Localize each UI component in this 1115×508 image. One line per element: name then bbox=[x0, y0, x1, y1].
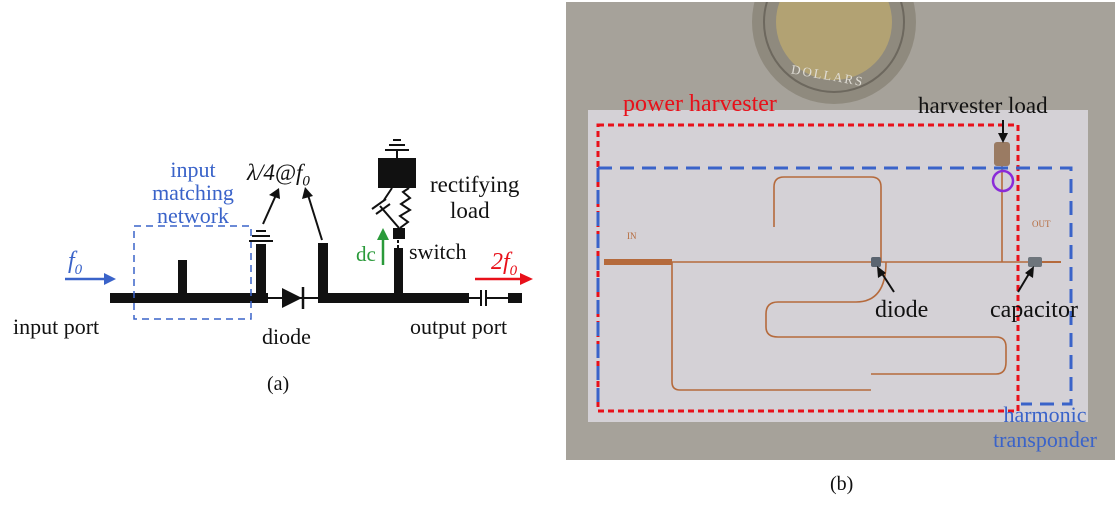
diode-label: diode bbox=[262, 324, 311, 349]
switch-stub bbox=[394, 248, 403, 298]
capacitor-photo-label: capacitor bbox=[990, 297, 1078, 323]
coin-inner bbox=[776, 2, 892, 80]
harmonic-transponder-label: harmonic transponder bbox=[993, 402, 1097, 452]
harvester-load-component bbox=[994, 142, 1010, 166]
caption-a: (a) bbox=[267, 373, 290, 395]
lambda-label: λ/4@f0 bbox=[247, 160, 310, 190]
main-line-left bbox=[110, 293, 268, 303]
quarter-wave-stub-left bbox=[256, 244, 266, 298]
diode-photo-label: diode bbox=[875, 297, 929, 323]
harvester-load-arrow-head bbox=[998, 133, 1008, 143]
load-wire-left-top bbox=[383, 187, 393, 201]
dc-arrow-head bbox=[377, 228, 389, 240]
quarter-wave-stub-right bbox=[318, 243, 328, 298]
matching-stub bbox=[178, 260, 187, 296]
capacitor-arrow-head bbox=[1025, 266, 1034, 278]
capacitor-arrow bbox=[1017, 271, 1031, 293]
lambda-arrow-left-head bbox=[269, 188, 280, 199]
output-port-block bbox=[508, 293, 522, 303]
input-port-label: input port bbox=[13, 314, 100, 339]
diode-component bbox=[871, 257, 881, 267]
pcb-input-pad bbox=[604, 259, 672, 265]
pcb-stub-right bbox=[765, 261, 1007, 375]
f0-label: f0 bbox=[68, 248, 83, 278]
pcb-stub-top bbox=[773, 176, 882, 262]
rectifying-load-label: rectifying load bbox=[430, 172, 520, 223]
harvester-load-label: harvester load bbox=[918, 93, 1048, 118]
schematic-diagram bbox=[65, 139, 533, 320]
output-port-label: output port bbox=[410, 314, 508, 339]
switch-marker-circle bbox=[991, 169, 1015, 193]
lambda-arrow-right-head bbox=[302, 187, 313, 199]
input-matching-network-label: input matching network bbox=[152, 157, 234, 228]
pcb-photo: DOLLARS IN OUT bbox=[566, 2, 1115, 460]
harmonic-output-label: 2f0 bbox=[491, 249, 518, 279]
pcb-out-label: OUT bbox=[1032, 219, 1051, 229]
dc-label: dc bbox=[356, 242, 376, 266]
pcb-stub-left bbox=[671, 262, 871, 391]
power-harvester-box bbox=[596, 123, 1020, 413]
power-harvester-label: power harvester bbox=[623, 91, 777, 117]
caption-b: (b) bbox=[830, 473, 854, 495]
diode-symbol bbox=[282, 288, 302, 308]
load-resistor bbox=[398, 187, 412, 229]
coin-ring bbox=[763, 2, 905, 93]
pcb-board bbox=[588, 110, 1088, 422]
pcb-in-label: IN bbox=[627, 231, 637, 241]
load-block bbox=[378, 158, 416, 188]
output-arrow-head bbox=[520, 273, 533, 285]
input-arrow-head bbox=[104, 273, 116, 285]
lambda-arrow-right bbox=[307, 194, 323, 241]
harmonic-transponder-box bbox=[598, 166, 1073, 406]
diode-arrow bbox=[880, 271, 895, 293]
switch-block bbox=[393, 228, 405, 239]
matching-network-box bbox=[133, 225, 252, 320]
switch-label: switch bbox=[409, 239, 467, 264]
diode-arrow-head bbox=[877, 266, 886, 278]
load-cap-2 bbox=[375, 203, 391, 215]
load-cap-1 bbox=[371, 198, 387, 210]
lambda-arrow-left bbox=[262, 194, 277, 225]
main-line-right bbox=[318, 293, 469, 303]
capacitor-component bbox=[1028, 257, 1042, 267]
